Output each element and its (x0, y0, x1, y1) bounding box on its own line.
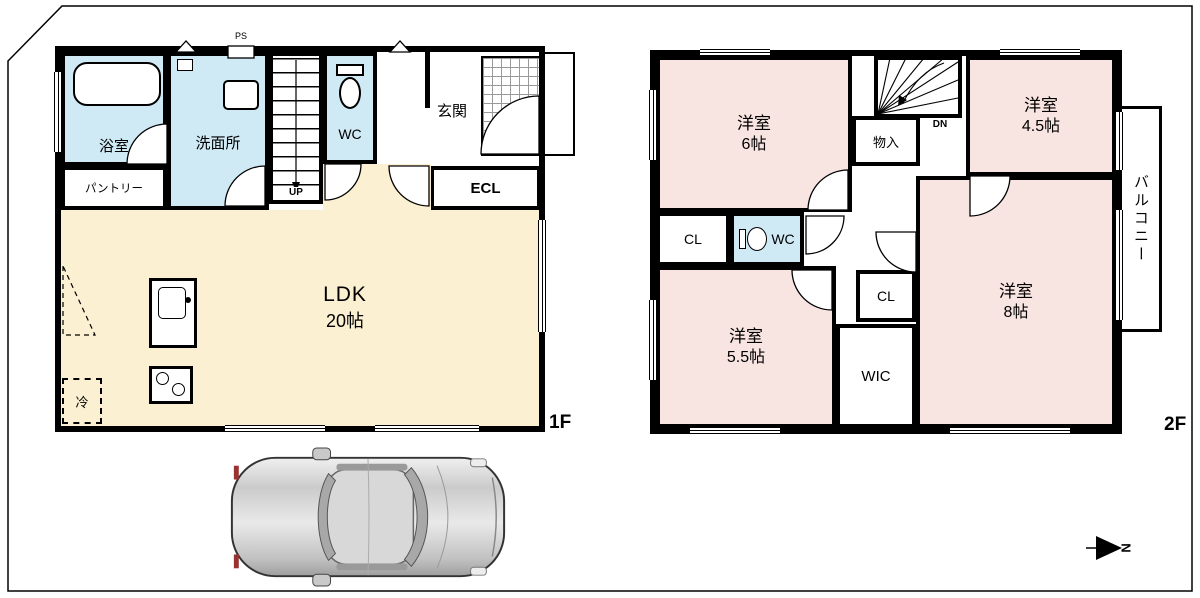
window (649, 90, 657, 160)
sink-icon (223, 80, 259, 110)
floor1-tag: 1F (549, 412, 572, 433)
balcony: バルコニー (1122, 106, 1162, 332)
room-label: 洋室 (737, 113, 771, 133)
burner-icon (156, 372, 169, 385)
room-label: WC (338, 126, 362, 142)
room-ecl: ECL (430, 166, 541, 210)
washer-icon (177, 59, 193, 71)
burner-icon (172, 383, 185, 396)
window (649, 300, 657, 380)
room-size-label: 8帖 (1003, 304, 1029, 322)
room-wic: WIC (836, 324, 916, 428)
window (950, 427, 1070, 434)
stove (149, 366, 193, 404)
entrance-tile (481, 56, 541, 156)
north-arrow-triangle (1096, 536, 1122, 560)
floor2-tag: 2F (1164, 414, 1187, 435)
room-pantry: パントリー (61, 166, 167, 210)
toilet-tank-icon (336, 64, 364, 76)
room-wc-1f: WC (323, 52, 377, 164)
window (700, 49, 770, 56)
room-label: パントリー (84, 183, 144, 195)
room-label: 洋室 (1024, 95, 1058, 115)
car-headlight (470, 566, 487, 576)
car-mirror (312, 573, 332, 587)
room-size-label: 20帖 (325, 311, 365, 331)
wall-stub (425, 52, 430, 108)
window (1115, 112, 1123, 170)
north-label: N (1119, 543, 1133, 552)
north-arrow: N (1084, 526, 1134, 570)
closet-left: CL (656, 212, 730, 266)
entrance-porch (545, 52, 575, 156)
car-side-glass (336, 463, 408, 471)
room-label: LDK (323, 283, 367, 306)
stairs-2f (874, 56, 962, 118)
window (375, 425, 479, 432)
car-roof (325, 468, 415, 566)
window (538, 220, 546, 332)
car-side-glass (336, 563, 408, 571)
fridge-label: 冷 (75, 394, 89, 410)
car-taillight (233, 554, 239, 569)
room-washroom: 洗面所 (167, 52, 269, 210)
room-2f-west55: 洋室 5.5帖 (656, 266, 836, 428)
room-label: CL (684, 231, 702, 247)
car-mirror (312, 447, 332, 461)
room-size-label: 6帖 (741, 136, 767, 154)
room-wc-2f: WC (730, 212, 804, 266)
north-arrow-graphic: N (1086, 536, 1134, 560)
pipe-space-label: PS (234, 31, 247, 41)
toilet-bowl-icon (339, 77, 361, 109)
room-label: 物入 (872, 134, 899, 150)
room-label: 洗面所 (195, 135, 241, 152)
stair-steps (273, 58, 319, 186)
window (1115, 210, 1123, 320)
room-2f-west6: 洋室 6帖 (656, 56, 852, 212)
stairs-down-label: DN (932, 119, 948, 130)
room-size-label: 5.5帖 (726, 349, 766, 367)
car-taillight (233, 465, 239, 480)
room-ldk-hall (323, 164, 431, 210)
car-top-view (230, 447, 506, 587)
kitchen-sink-icon (158, 287, 186, 319)
room-label: WIC (861, 367, 891, 385)
window (690, 427, 780, 434)
room-label: CL (877, 288, 895, 304)
kitchen-counter (149, 278, 197, 348)
room-label: 浴室 (98, 138, 129, 155)
room-2f-west45: 洋室 4.5帖 (966, 56, 1116, 176)
car-headlight (470, 458, 487, 468)
room-size-label: 4.5帖 (1021, 118, 1061, 136)
window (225, 425, 325, 432)
car-illustration (224, 444, 512, 590)
bathtub-icon (73, 62, 161, 106)
room-label: バルコニー (1132, 174, 1149, 264)
stairs-up-label: UP (282, 187, 310, 198)
window (1000, 49, 1080, 56)
room-bath: 浴室 (61, 52, 167, 166)
room-label: ECL (470, 179, 501, 197)
room-storage: 物入 (852, 116, 920, 166)
toilet-icon (739, 226, 768, 252)
room-label: 洋室 (999, 281, 1033, 301)
ldk-label: LDK 20帖 (285, 283, 405, 333)
fridge-box: 冷 (62, 378, 102, 424)
entrance-label: 玄関 (436, 103, 467, 120)
window (54, 72, 62, 152)
room-label: 洋室 (729, 326, 763, 346)
room-2f-west8: 洋室 8帖 (916, 176, 1116, 428)
closet-mid: CL (856, 270, 916, 322)
faucet-icon (185, 297, 191, 303)
stairs-1f (269, 52, 323, 204)
room-label: WC (771, 231, 795, 247)
